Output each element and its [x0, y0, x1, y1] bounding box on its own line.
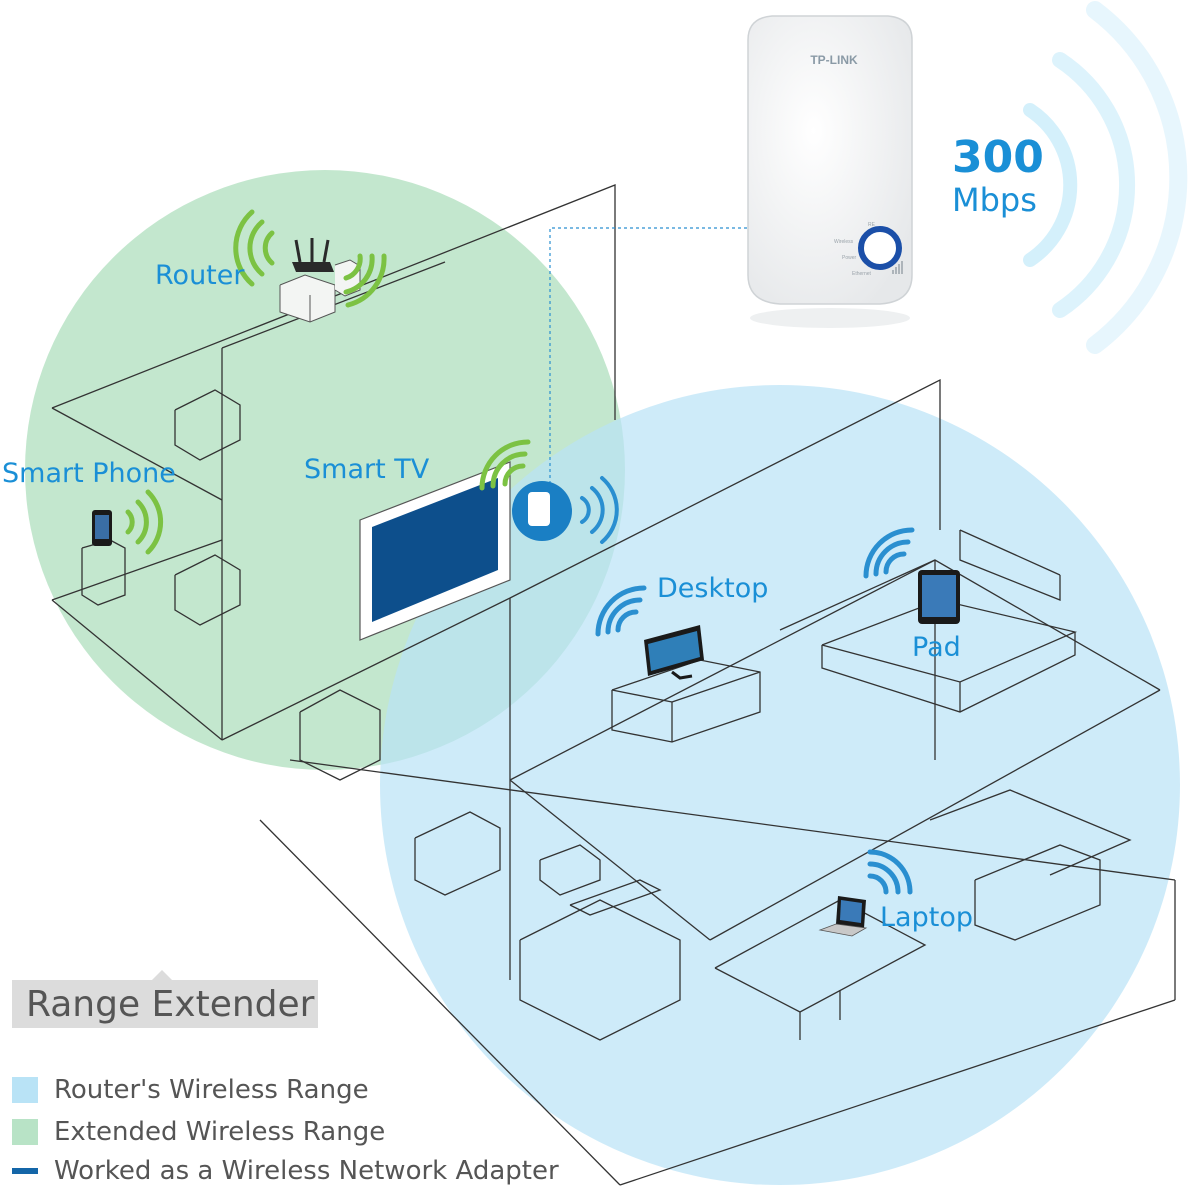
legend-item-router-range: Router's Wireless Range — [12, 1074, 369, 1106]
laptop-wifi-icon — [867, 849, 913, 895]
device-panel-label-power: Power — [842, 255, 857, 261]
device-led-ring — [858, 226, 902, 270]
wireless-adapter-icon — [512, 481, 572, 541]
pad-label: Pad — [912, 632, 961, 663]
extender-waves — [1023, 1, 1188, 354]
diagram-title: Range Extender — [26, 984, 315, 1025]
device-brand-logo: TP-LINK — [810, 53, 858, 67]
desktop-wifi-icon — [595, 585, 647, 637]
smart-tv-label: Smart TV — [304, 454, 430, 485]
device-panel-label-wireless: Wireless — [834, 239, 854, 245]
speed-value: 300 — [952, 132, 1044, 183]
laptop-icon — [818, 896, 868, 937]
desktop-icon — [644, 625, 704, 680]
smart-phone-label: Smart Phone — [2, 458, 176, 489]
house-floor-plan — [51, 184, 1176, 1186]
laptop-label: Laptop — [880, 902, 973, 933]
desktop-label: Desktop — [657, 573, 769, 604]
legend-item-network-adapter: Worked as a Wireless Network Adapter — [12, 1155, 559, 1187]
router-range-circle — [380, 385, 1180, 1185]
router-label: Router — [155, 260, 245, 291]
legend-swatch-router-range — [12, 1077, 38, 1103]
legend-item-extended-range: Extended Wireless Range — [12, 1116, 385, 1148]
speed-callout: 300 Mbps — [952, 132, 1044, 219]
diagram-title-box: Range Extender — [12, 970, 318, 1028]
speed-unit: Mbps — [952, 181, 1037, 219]
device-signal-bars-icon — [892, 261, 903, 274]
device-panel-label-ethernet: Ethernet — [852, 271, 872, 277]
legend-swatch-extended-range — [12, 1119, 38, 1145]
router-wifi-icon — [233, 209, 387, 308]
pad-wifi-icon — [863, 527, 915, 579]
device-panel-label-re: RE — [868, 222, 876, 228]
wireless-adapter-wifi-icon — [580, 476, 619, 544]
legend-text: Extended Wireless Range — [54, 1117, 386, 1147]
smart-tv-wifi-icon — [479, 439, 531, 491]
legend-swatch-network-adapter — [12, 1168, 38, 1174]
smart-tv-icon — [359, 461, 511, 641]
legend-text: Router's Wireless Range — [54, 1075, 369, 1105]
range-extender-device: TP-LINK RE Wireless Power Ethernet — [747, 15, 913, 328]
legend-text: Worked as a Wireless Network Adapter — [54, 1156, 559, 1186]
pad-icon — [918, 570, 960, 624]
smart-phone-icon — [92, 510, 112, 546]
smart-phone-wifi-icon — [125, 489, 164, 555]
